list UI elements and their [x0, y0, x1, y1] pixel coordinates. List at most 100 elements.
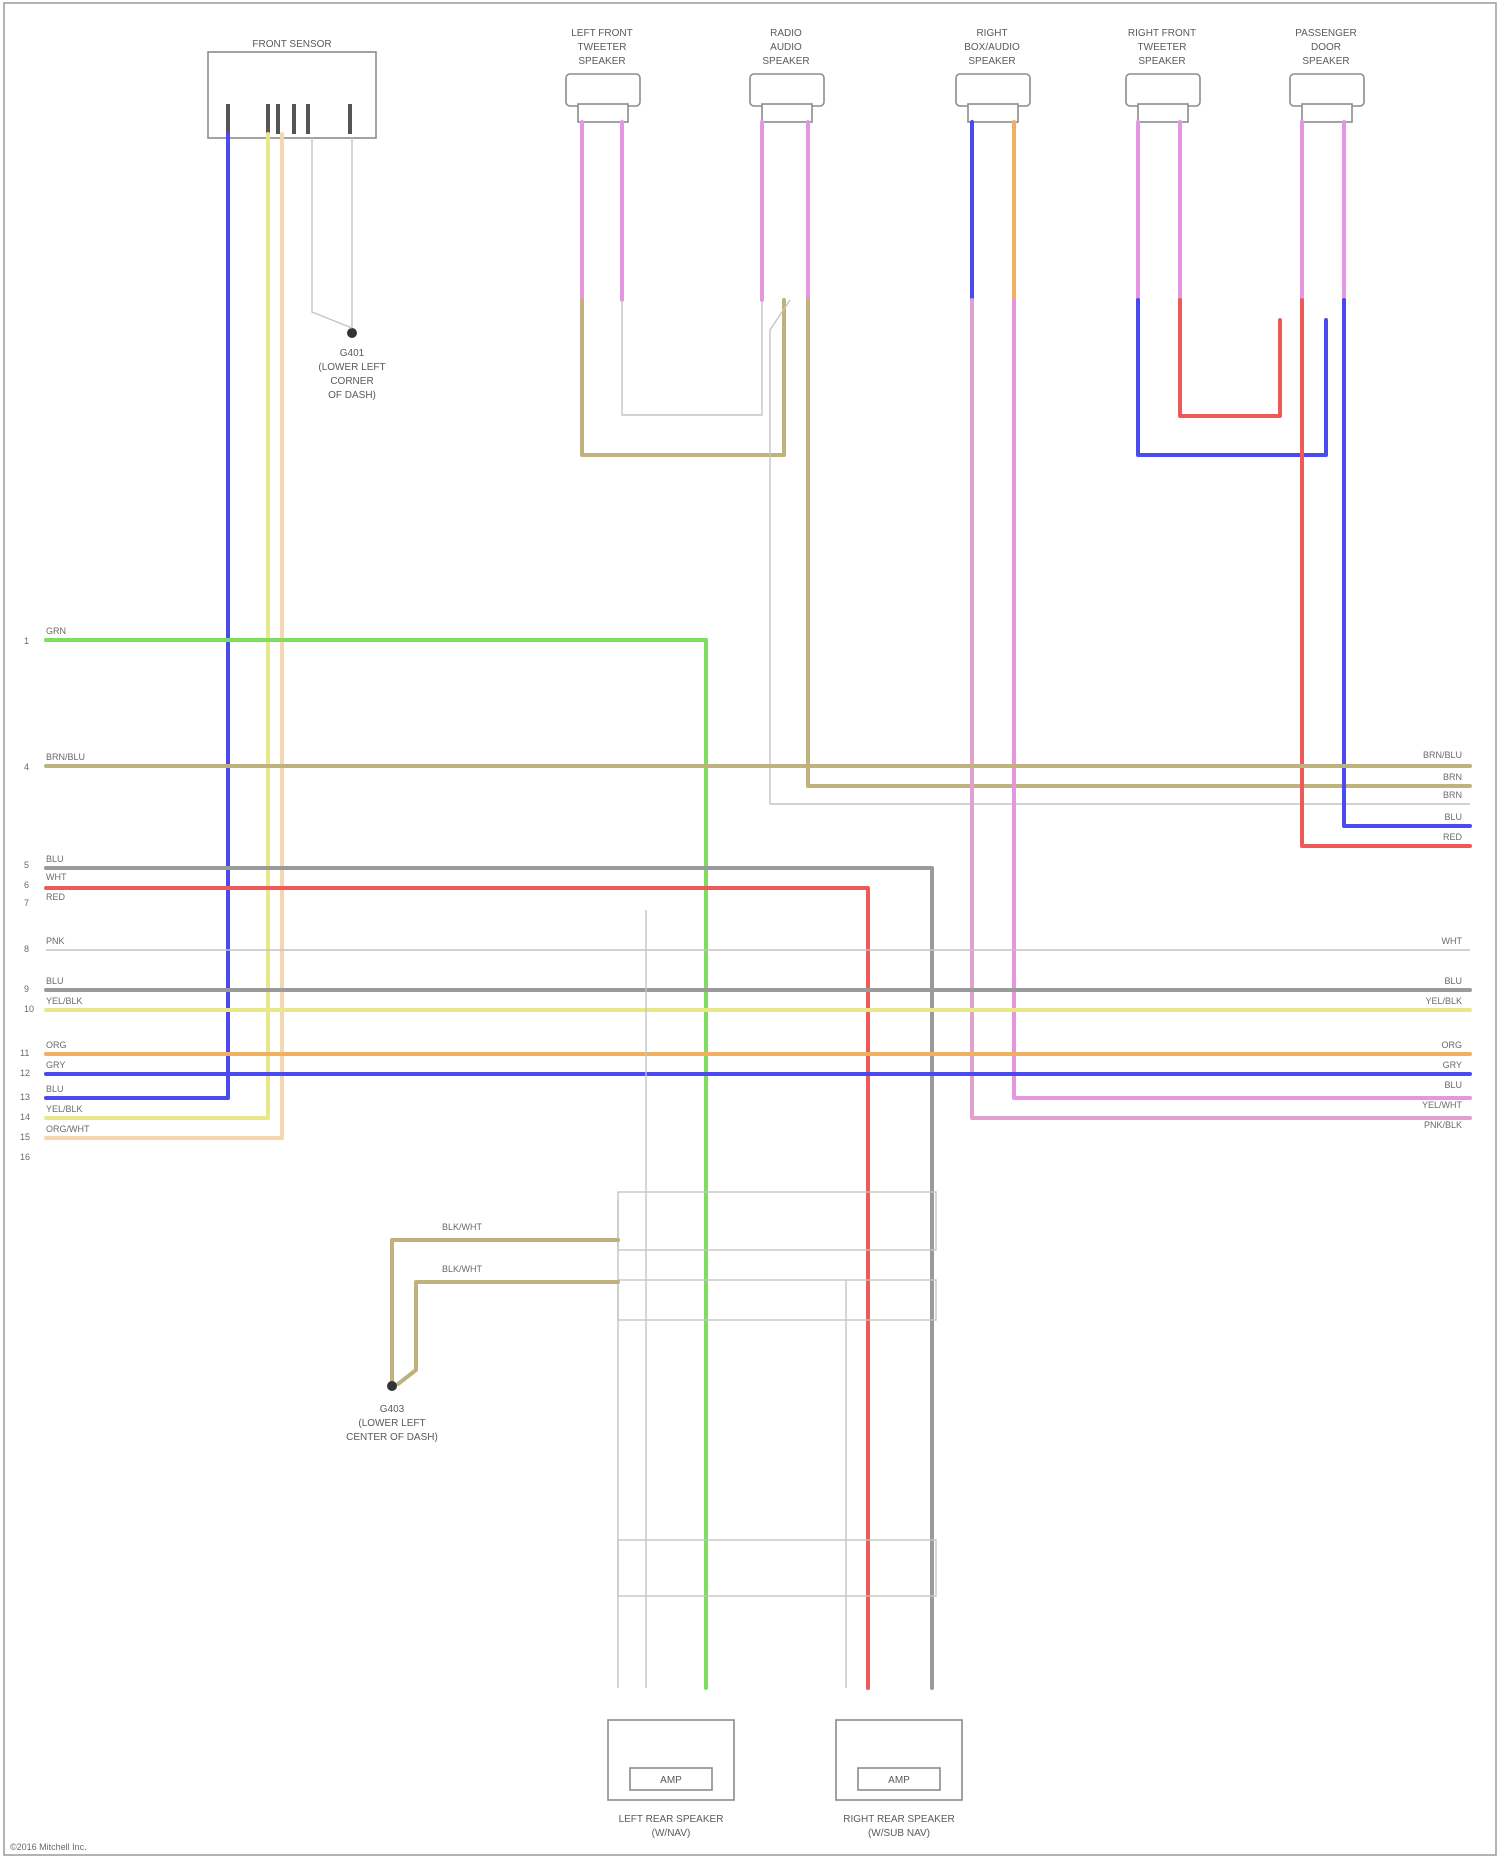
wire-rf-tweeter-blue: [1138, 300, 1326, 455]
left-pin-label-brn-blu: BRN/BLU: [46, 752, 85, 762]
wire-radio-spk-white: [770, 300, 1470, 804]
speaker-radio-audio: RADIO AUDIO SPEAKER: [750, 28, 824, 122]
svg-text:BOX/AUDIO: BOX/AUDIO: [964, 42, 1020, 53]
right-pin-label-3: BRN: [1443, 790, 1462, 800]
svg-text:TWEETER: TWEETER: [1138, 42, 1187, 53]
ground-wire-label-2: BLK/WHT: [442, 1264, 483, 1274]
right-pin-label-13: PNK/BLK: [1424, 1120, 1462, 1130]
rear-left-label-2: (W/NAV): [652, 1828, 691, 1839]
wire-lf-tweeter-gray: [622, 300, 762, 415]
svg-text:AUDIO: AUDIO: [770, 42, 802, 53]
ground-wire-bottom-2: [398, 1282, 618, 1384]
svg-text:9: 9: [24, 984, 29, 994]
svg-text:14: 14: [20, 1112, 30, 1122]
ground-point-top: [347, 328, 357, 338]
svg-text:5: 5: [24, 860, 29, 870]
svg-text:DOOR: DOOR: [1311, 42, 1341, 53]
right-pin-label-7: BLU: [1444, 976, 1462, 986]
right-pin-label-11: BLU: [1444, 1080, 1462, 1090]
right-pin-label-4: BLU: [1444, 812, 1462, 822]
svg-text:PASSENGER: PASSENGER: [1295, 28, 1357, 39]
right-pin-label-5: RED: [1443, 832, 1463, 842]
svg-text:RIGHT: RIGHT: [976, 28, 1007, 39]
speaker-right-front-tweeter: RIGHT FRONT TWEETER SPEAKER: [1126, 28, 1200, 122]
ground-bottom-line-1: G403: [380, 1404, 405, 1415]
left-pin-label-org: ORG: [46, 1040, 67, 1050]
ground-wire-label-1: BLK/WHT: [442, 1222, 483, 1232]
svg-text:6: 6: [24, 880, 29, 890]
ground-top-line-4: OF DASH): [328, 390, 376, 401]
svg-text:16: 16: [20, 1152, 30, 1162]
rear-left-speaker: AMP: [608, 1720, 734, 1800]
svg-text:RIGHT FRONT: RIGHT FRONT: [1128, 28, 1196, 39]
svg-text:15: 15: [20, 1132, 30, 1142]
speaker-passenger-door: PASSENGER DOOR SPEAKER: [1290, 28, 1364, 122]
wire-rf-tweeter-red: [1180, 300, 1280, 416]
svg-text:12: 12: [20, 1068, 30, 1078]
wire-right-box-pink: [972, 300, 1470, 1118]
svg-text:AMP: AMP: [888, 1775, 910, 1786]
wire-front-sensor-blue: [46, 134, 228, 1098]
svg-text:10: 10: [24, 1004, 34, 1014]
svg-text:8: 8: [24, 944, 29, 954]
wire-right-box-pink-2: [1014, 300, 1470, 1098]
left-pin-label-gry: GRY: [46, 1060, 65, 1070]
right-pin-label-1: BRN/BLU: [1423, 750, 1462, 760]
svg-text:13: 13: [20, 1092, 30, 1102]
footer-copyright: ©2016 Mitchell Inc.: [10, 1842, 87, 1852]
left-pin-label-blu-2: BLU: [46, 976, 64, 986]
right-pin-label-10: GRY: [1443, 1060, 1462, 1070]
connector-block-top: [618, 1192, 936, 1250]
left-pin-label-blu-3: BLU: [46, 1084, 64, 1094]
ground-top-line-3: CORNER: [330, 376, 373, 387]
left-pin-label-wht: WHT: [46, 872, 67, 882]
left-pin-label-yel-blk: YEL/BLK: [46, 996, 83, 1006]
wire-lf-tweeter-brown: [582, 300, 784, 455]
ground-top-line-1: G401: [340, 348, 365, 359]
speaker-right-box-audio: RIGHT BOX/AUDIO SPEAKER: [956, 28, 1030, 122]
connector-block-mid: [618, 1280, 936, 1320]
svg-text:11: 11: [20, 1048, 29, 1058]
svg-text:7: 7: [24, 898, 29, 908]
svg-text:RADIO: RADIO: [770, 28, 802, 39]
ground-top-line-2: (LOWER LEFT: [318, 362, 385, 373]
svg-text:LEFT FRONT: LEFT FRONT: [571, 28, 632, 39]
left-pin-label-grn: GRN: [46, 626, 66, 636]
front-sensor-label: FRONT SENSOR: [252, 39, 331, 50]
ground-bottom-line-2: (LOWER LEFT: [358, 1418, 425, 1429]
rear-right-label-1: RIGHT REAR SPEAKER: [843, 1814, 955, 1825]
speaker-left-front-tweeter: LEFT FRONT TWEETER SPEAKER: [566, 28, 640, 122]
svg-text:SPEAKER: SPEAKER: [762, 56, 809, 67]
wire-grn: [46, 640, 706, 1688]
left-pin-label-org-wht: ORG/WHT: [46, 1124, 90, 1134]
svg-text:SPEAKER: SPEAKER: [1138, 56, 1185, 67]
connector-block-low: [618, 1540, 936, 1596]
ground-wire-bottom-1: [392, 1240, 618, 1384]
ground-bottom-line-3: CENTER OF DASH): [346, 1432, 438, 1443]
ground-wire-top: [312, 138, 352, 328]
right-pin-label-6: WHT: [1442, 936, 1463, 946]
rear-left-label-1: LEFT REAR SPEAKER: [619, 1814, 724, 1825]
svg-text:SPEAKER: SPEAKER: [578, 56, 625, 67]
wire-front-sensor-yellow: [46, 134, 268, 1118]
left-connector-pins: 1 4 5 6 7 8 9 10 11 12 13 14 15 16: [20, 636, 34, 1162]
svg-text:SPEAKER: SPEAKER: [968, 56, 1015, 67]
right-pin-label-9: ORG: [1441, 1040, 1462, 1050]
left-pin-label-blu: BLU: [46, 854, 64, 864]
left-pin-label-yel-blk-2: YEL/BLK: [46, 1104, 83, 1114]
wire-front-sensor-orange: [46, 134, 282, 1138]
svg-text:4: 4: [24, 762, 29, 772]
svg-text:SPEAKER: SPEAKER: [1302, 56, 1349, 67]
left-pin-label-pnk: PNK: [46, 936, 65, 946]
left-pin-label-red: RED: [46, 892, 66, 902]
rear-right-label-2: (W/SUB NAV): [868, 1828, 930, 1839]
right-pin-label-8: YEL/BLK: [1425, 996, 1462, 1006]
rear-right-speaker: AMP: [836, 1720, 962, 1800]
right-pin-label-12: YEL/WHT: [1422, 1100, 1463, 1110]
right-pin-label-2: BRN: [1443, 772, 1462, 782]
svg-text:TWEETER: TWEETER: [578, 42, 627, 53]
wire-pass-door-blue: [1344, 300, 1470, 826]
svg-text:AMP: AMP: [660, 1775, 682, 1786]
svg-text:1: 1: [24, 636, 29, 646]
